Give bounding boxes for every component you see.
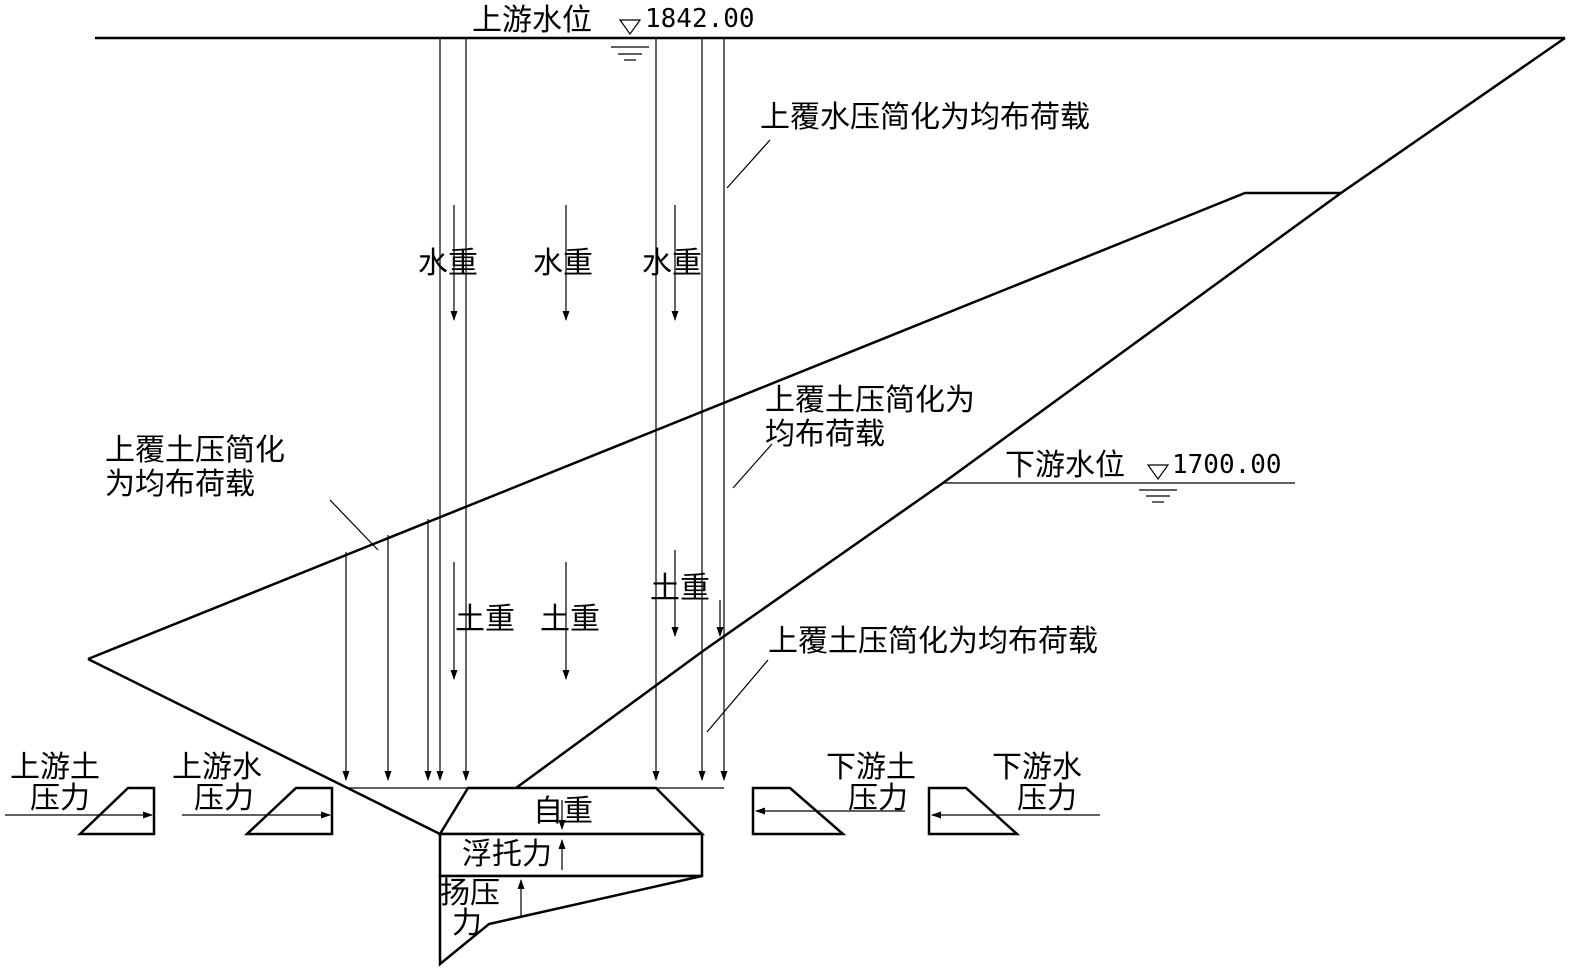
upstream-level-value: 1842.00 [645, 4, 755, 34]
soil-cover-left-line2: 为均布荷载 [105, 467, 255, 502]
water-weight-label-2: 水重 [533, 246, 593, 281]
downstream-soil-pressure [751, 786, 905, 836]
upstream-soil-label-line2: 压力 [30, 781, 90, 816]
weight-arrows [450, 205, 724, 918]
upstream-soil-pressure [5, 786, 156, 836]
downstream-level-label: 下游水位 [1005, 448, 1125, 483]
upstream-soil-label-line1: 上游土 [10, 750, 100, 785]
soil-cover-right-line2: 均布荷载 [765, 417, 885, 452]
downstream-water-label-line2: 压力 [1017, 781, 1077, 816]
uplift-label-line2: 力 [452, 906, 482, 941]
downstream-soil-label-line1: 下游土 [826, 750, 916, 785]
water-cover-annotation: 上覆水压简化为均布荷载 [760, 100, 1090, 135]
soil-cover-right-line1: 上覆土压简化为 [765, 383, 975, 418]
upstream-water-label-line2: 压力 [194, 781, 254, 816]
left-lower-slope [87, 657, 441, 836]
downstream-level-symbol [1139, 464, 1177, 503]
downstream-level-value: 1700.00 [1172, 450, 1282, 480]
buoyancy-label: 浮托力 [462, 837, 552, 872]
water-load-lines [436, 38, 728, 781]
self-weight-label: 自重 [533, 794, 593, 829]
soil-weight-label-2: 土重 [540, 602, 600, 637]
leader-lines [329, 139, 773, 733]
downstream-water-pressure [927, 786, 1100, 836]
upstream-level-label: 上游水位 [472, 3, 592, 38]
buoyancy-block [438, 832, 704, 878]
upstream-water-label-line1: 上游水 [172, 750, 262, 785]
downstream-soil-label-line2: 压力 [848, 781, 908, 816]
water-weight-label-3: 水重 [642, 246, 702, 281]
uplift-block [438, 874, 703, 967]
upstream-water-pressure [182, 786, 334, 836]
water-weight-label-1: 水重 [418, 246, 478, 281]
soil-cover-left-line1: 上覆土压简化 [105, 433, 285, 468]
soil-load-lines [342, 519, 432, 781]
soil-cover-lower-annotation: 上覆土压简化为均布荷载 [768, 624, 1098, 659]
soil-weight-label-3: 土重 [650, 571, 710, 606]
soil-weight-label-1: 土重 [455, 602, 515, 637]
downstream-water-label-line1: 下游水 [992, 750, 1082, 785]
right-fill-slope [515, 36, 1566, 790]
uplift-label-line1: 扬压 [440, 876, 500, 911]
soil-cover-surface [87, 191, 1341, 661]
upstream-level-symbol [611, 19, 649, 61]
